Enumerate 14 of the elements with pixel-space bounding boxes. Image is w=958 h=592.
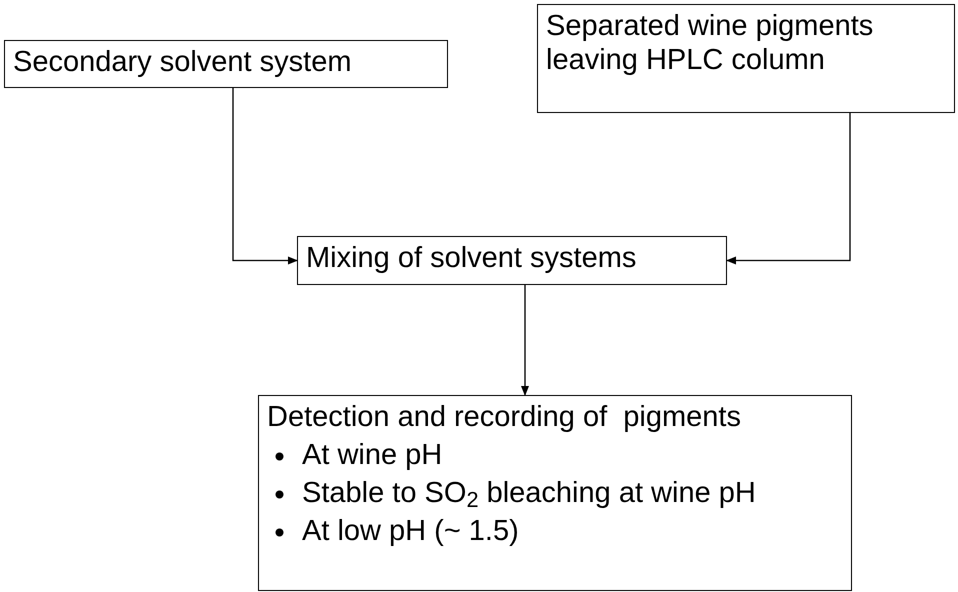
bullet-text: At wine pH xyxy=(302,439,442,471)
arrow xyxy=(726,113,851,264)
arrow xyxy=(521,285,529,396)
process-box xyxy=(258,395,852,591)
process-box xyxy=(4,40,448,88)
box-text: Secondary solvent system xyxy=(13,45,352,79)
box-text: Mixing of solvent systems xyxy=(306,241,638,275)
process-box xyxy=(297,236,727,285)
box-text: Separated wine pigments leaving HPLC column xyxy=(546,9,874,77)
bullet-text: Stable to SO$_{2}$ bleaching at wine pH xyxy=(302,477,756,509)
arrow xyxy=(232,88,298,264)
process-box xyxy=(537,4,955,113)
bullet-text: At low pH (~ 1.5) xyxy=(302,515,519,547)
box-text: Detection and recording of pigments xyxy=(267,400,742,434)
